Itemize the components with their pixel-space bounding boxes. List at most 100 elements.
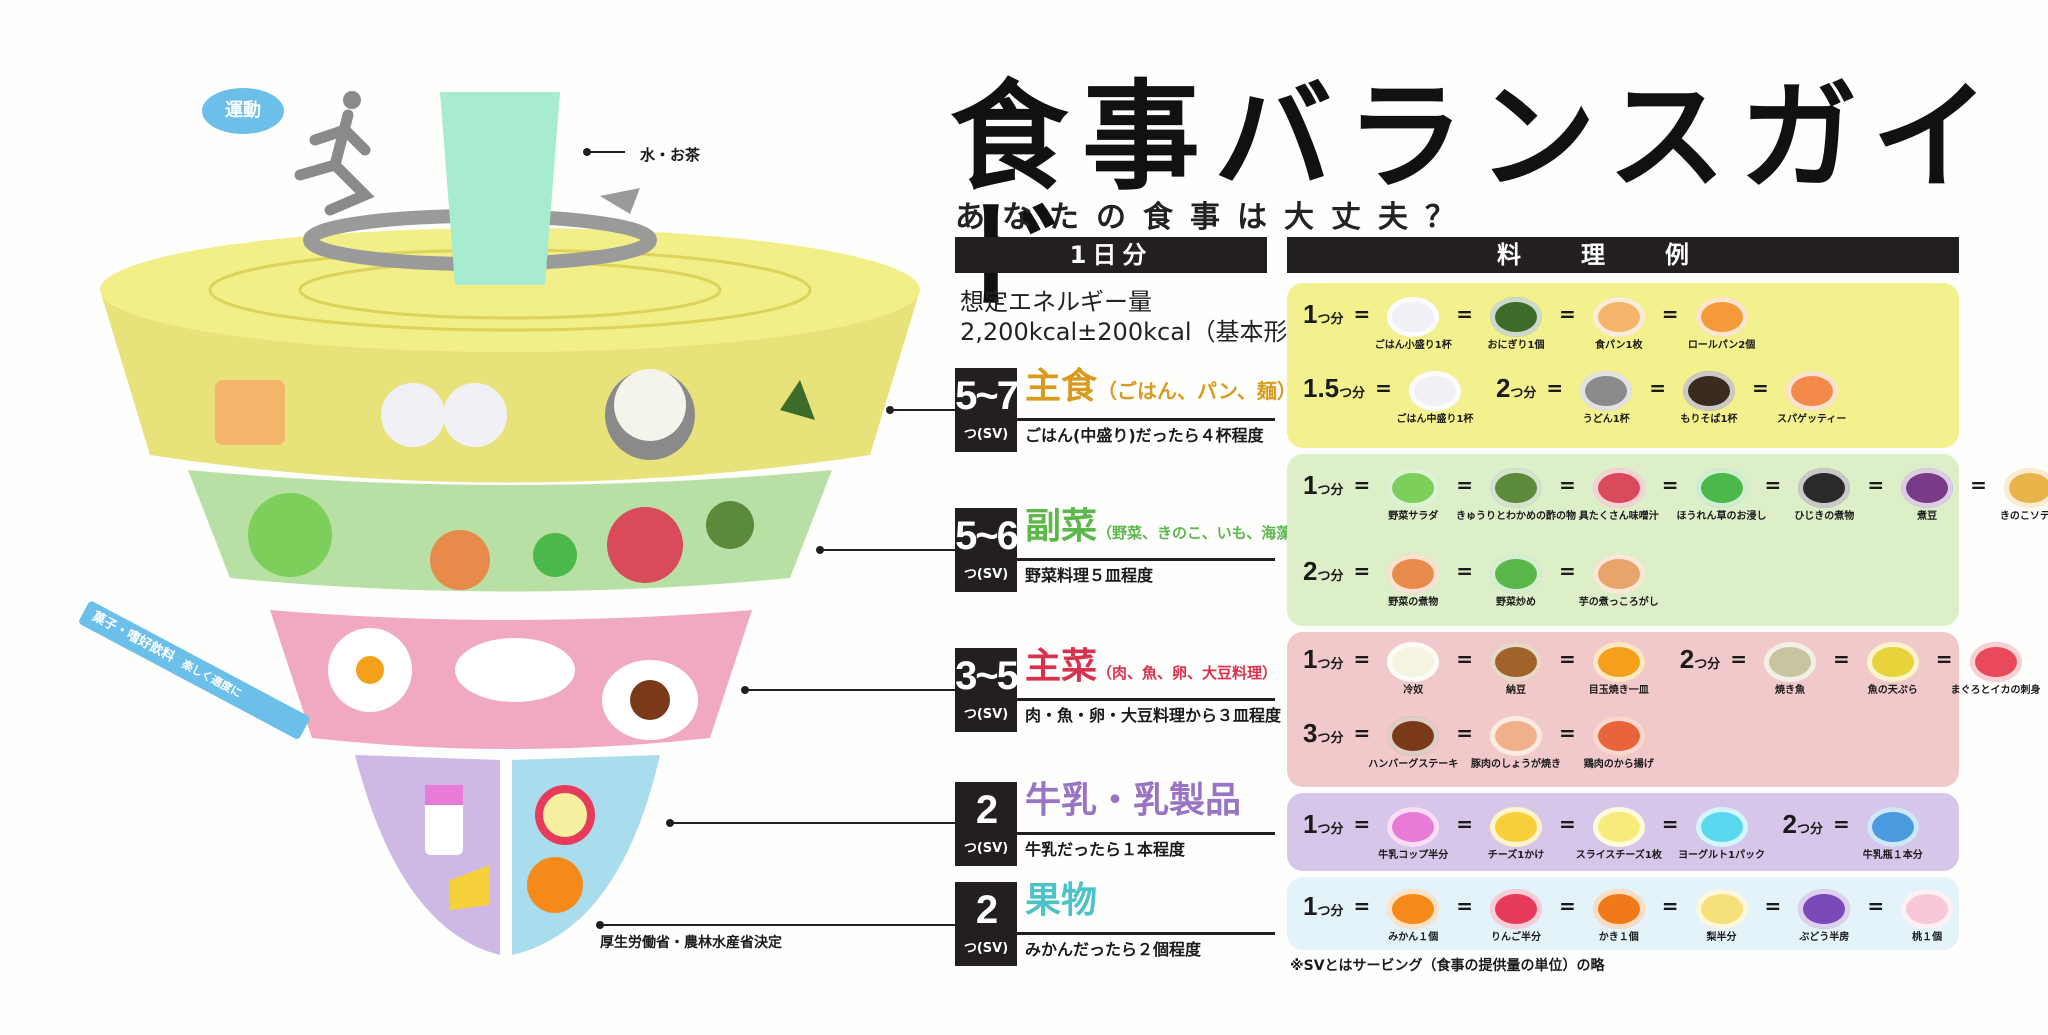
food-icon <box>1695 807 1748 847</box>
food-label: ごはん中盛り1杯 <box>1396 414 1474 425</box>
food-item: うどん1杯 <box>1569 371 1643 426</box>
food-label: おにぎり1個 <box>1487 340 1545 351</box>
food-label: 牛乳瓶１本分 <box>1862 850 1923 861</box>
food-icon <box>1490 468 1543 508</box>
food-label: 目玉焼き一皿 <box>1588 685 1649 696</box>
food-icon <box>1490 807 1543 847</box>
serving-count: 1つ分 <box>1303 299 1344 329</box>
equals-sign: = <box>1353 721 1371 745</box>
food-item: スライスチーズ1枚 <box>1576 807 1662 862</box>
equals-sign: = <box>1661 473 1679 497</box>
food-item: もりそば1杯 <box>1672 371 1746 426</box>
equals-sign: = <box>1353 894 1371 918</box>
equals-sign: = <box>1661 894 1679 918</box>
equals-sign: = <box>1456 302 1474 326</box>
food-label: 煮豆 <box>1917 511 1938 522</box>
equals-sign: = <box>1559 812 1576 836</box>
food-label: うどん1杯 <box>1582 414 1630 425</box>
equals-sign: = <box>1867 894 1885 918</box>
equals-sign: = <box>1935 647 1953 671</box>
food-label: 納豆 <box>1506 685 1527 696</box>
equals-sign: = <box>1833 647 1850 671</box>
food-icon <box>1490 297 1543 337</box>
food-item: チーズ1かけ <box>1479 807 1553 862</box>
food-item: 梨半分 <box>1685 889 1759 944</box>
equals-sign: = <box>1649 376 1666 400</box>
serving-count: 1つ分 <box>1303 470 1344 500</box>
food-label: 桃１個 <box>1912 932 1943 943</box>
energy-value: 2,200kcal±200kcal（基本形） <box>960 318 1312 346</box>
category-desc: 牛乳だったら１本程度 <box>1025 840 1186 859</box>
serving-count: 2つ分 <box>1679 644 1721 674</box>
food-icon <box>1580 371 1633 411</box>
food-item: ひじきの煮物 <box>1787 468 1861 523</box>
food-item: 桃１個 <box>1890 889 1964 944</box>
food-icon <box>1592 468 1645 508</box>
food-icon <box>1387 468 1440 508</box>
category-desc: ごはん(中盛り)だったら４杯程度 <box>1025 426 1264 445</box>
water-tea-label: 水・お茶 <box>640 146 701 164</box>
serving-count: 2つ分 <box>1303 556 1344 586</box>
spinning-top-illustration <box>100 91 955 955</box>
food-label: きのこソテー <box>1999 511 2048 522</box>
example-row: 1つ分=ごはん小盛り1杯=おにぎり1個=食パン1枚=ロールパン2個 <box>1303 297 1759 352</box>
equals-sign: = <box>1456 473 1474 497</box>
category-name: 果物 <box>1025 880 1098 921</box>
example-row: 2つ分=野菜の煮物=野菜炒め=芋の煮っころがし <box>1303 554 1659 609</box>
food-item: 豚肉のしょうが焼き <box>1471 716 1561 771</box>
serving-count: 2つ分 <box>1495 373 1537 403</box>
food-icon <box>1901 889 1954 929</box>
food-icon <box>2003 468 2048 508</box>
food-icon <box>1695 468 1748 508</box>
food-icon <box>1901 468 1954 508</box>
equals-sign: = <box>1559 894 1576 918</box>
food-icon <box>1490 716 1543 756</box>
food-icon <box>1387 642 1440 682</box>
food-icon <box>1387 716 1440 756</box>
food-icon <box>1592 716 1645 756</box>
equals-sign: = <box>1353 302 1371 326</box>
equals-sign: = <box>1353 473 1371 497</box>
equals-sign: = <box>1456 647 1474 671</box>
food-icon <box>1387 889 1440 929</box>
equals-sign: = <box>1559 647 1576 671</box>
equals-sign: = <box>1751 376 1769 400</box>
food-item: 牛乳瓶１本分 <box>1856 807 1930 862</box>
equals-sign: = <box>1456 559 1474 583</box>
food-icon <box>1866 642 1919 682</box>
category-name: 主菜（肉、魚、卵、大豆料理） <box>1025 646 1278 687</box>
divider <box>1017 558 1275 561</box>
equals-sign: = <box>1375 376 1392 400</box>
category-name: 牛乳・乳製品 <box>1025 780 1242 821</box>
food-item: きのこソテー <box>1993 468 2048 523</box>
food-icon <box>1592 807 1645 847</box>
food-label: 冷奴 <box>1403 685 1424 696</box>
food-label: もりそば1杯 <box>1680 414 1738 425</box>
equals-sign: = <box>1764 894 1782 918</box>
examples-panel-fukusai: 1つ分=野菜サラダ=きゅうりとわかめの酢の物=具たくさん味噌汁=ほうれん草のお浸… <box>1287 454 2048 626</box>
food-icon <box>1785 371 1838 411</box>
food-item: 目玉焼き一皿 <box>1582 642 1656 697</box>
equals-sign: = <box>1456 894 1474 918</box>
equals-sign: = <box>1833 812 1850 836</box>
food-icon <box>1592 297 1645 337</box>
food-icon <box>1798 468 1851 508</box>
food-label: 野菜炒め <box>1496 597 1537 608</box>
food-item: りんご半分 <box>1479 889 1553 944</box>
divider <box>1017 832 1275 835</box>
equals-sign: = <box>1559 721 1576 745</box>
food-icon <box>1592 554 1645 594</box>
equals-sign: = <box>1559 302 1576 326</box>
page-subtitle: あなたの食事は大丈夫？ <box>955 200 1472 235</box>
food-label: ぶどう半房 <box>1799 932 1850 943</box>
equals-sign: = <box>1559 473 1576 497</box>
food-label: 梨半分 <box>1706 932 1737 943</box>
food-item: 納豆 <box>1479 642 1553 697</box>
food-item: スパゲッティー <box>1775 371 1849 426</box>
examples-header: 料理例 <box>1287 237 1959 273</box>
